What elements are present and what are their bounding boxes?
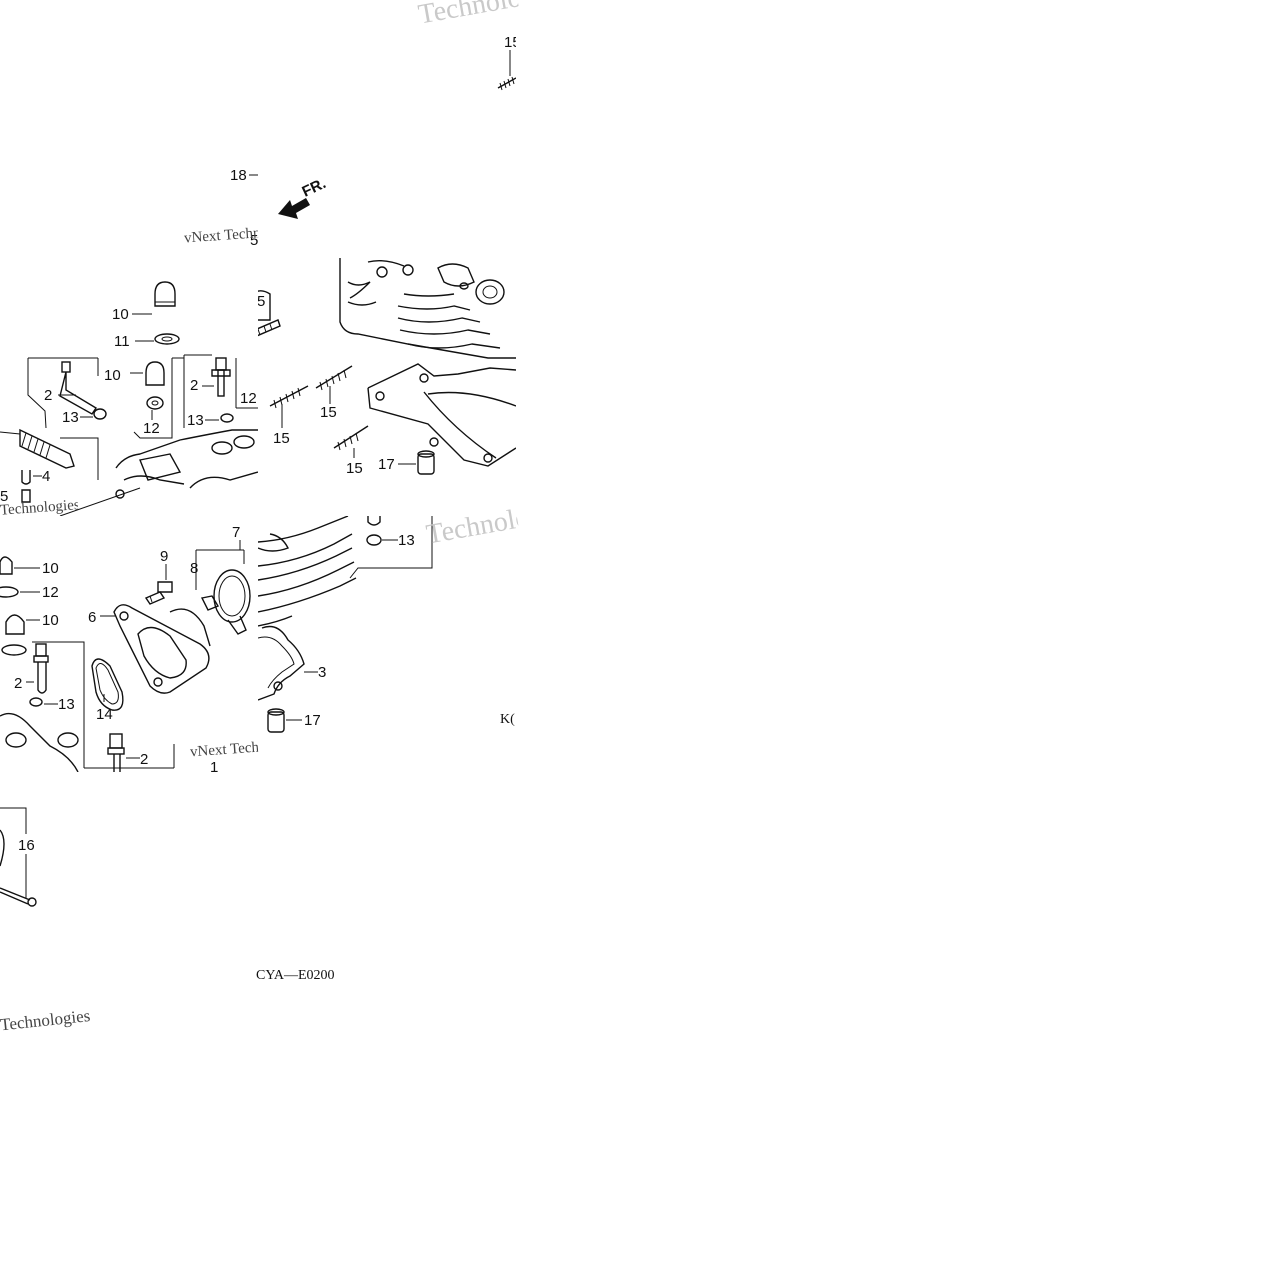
diagram-tile-bottom: 16 (0, 772, 516, 1030)
o-ring-icon (91, 658, 124, 711)
svg-text:1: 1 (210, 759, 218, 776)
bolt-icon (144, 581, 173, 605)
svg-text:10: 10 (42, 612, 59, 629)
svg-text:15: 15 (320, 404, 337, 421)
svg-text:10: 10 (104, 367, 121, 384)
svg-text:10: 10 (112, 306, 129, 323)
washer-icon (0, 586, 19, 598)
valve-guide-icon (33, 643, 49, 694)
svg-text:15: 15 (504, 34, 516, 51)
svg-text:15: 15 (273, 430, 290, 447)
washer-icon (146, 396, 164, 410)
svg-text:12: 12 (143, 420, 160, 437)
svg-text:12: 12 (240, 390, 257, 407)
svg-text:17: 17 (304, 712, 321, 729)
svg-text:10: 10 (42, 560, 59, 577)
dowel-pin-icon (417, 450, 435, 475)
svg-text:13: 13 (187, 412, 204, 429)
stud-bolt-icon (269, 385, 309, 409)
svg-text:8: 8 (190, 560, 198, 577)
svg-text:4: 4 (42, 468, 50, 485)
svg-text:2: 2 (44, 387, 52, 404)
svg-text:13: 13 (58, 696, 75, 713)
svg-text:5: 5 (250, 232, 258, 249)
svg-text:12: 12 (42, 584, 59, 601)
svg-text:17: 17 (378, 456, 395, 473)
stud-bolt-icon (315, 365, 353, 391)
cap-nut-icon (0, 556, 13, 575)
cap-nut-icon (5, 614, 25, 635)
svg-text:16: 16 (18, 837, 35, 854)
diagram-tile-lower-left: 10 12 10 2 13 14 (0, 516, 258, 772)
o-ring-icon (220, 413, 234, 423)
part-code-partial-label: K( (500, 712, 515, 727)
svg-text:18: 18 (230, 167, 247, 184)
svg-text:14: 14 (96, 706, 113, 723)
stud-bolt-icon (333, 425, 369, 451)
svg-text:3: 3 (318, 664, 326, 681)
svg-text:15: 15 (346, 460, 363, 477)
svg-text:9: 9 (160, 548, 168, 565)
svg-text:5: 5 (0, 488, 8, 505)
front-direction-arrow-icon: FR. (278, 175, 329, 219)
valve-guide-icon (59, 361, 97, 415)
valve-guide-icon (107, 733, 125, 772)
svg-text:2: 2 (190, 377, 198, 394)
dowel-pin-icon (267, 708, 285, 733)
o-ring-icon (29, 697, 43, 707)
svg-text:13: 13 (398, 532, 415, 549)
cap-nut-icon (154, 281, 176, 307)
svg-text:13: 13 (62, 409, 79, 426)
callout-1: 1 (210, 759, 218, 776)
gasket-icon (258, 625, 305, 701)
cap-nut-icon (145, 361, 165, 386)
long-bolt-icon (0, 887, 37, 907)
clamp-band-icon (213, 569, 251, 635)
diagram-tile-upper-left: 10 11 2 10 12 13 (0, 258, 258, 516)
washer-icon (154, 333, 180, 345)
o-ring-icon (366, 534, 382, 546)
svg-text:FR.: FR. (300, 175, 329, 201)
intake-insulator-icon (113, 604, 211, 694)
svg-text:7: 7 (232, 524, 240, 541)
dowel-pin-icon (21, 470, 31, 485)
o-ring-icon (93, 408, 107, 420)
svg-text:5: 5 (258, 293, 265, 310)
svg-text:2: 2 (140, 751, 148, 768)
bolt-icon (258, 319, 281, 337)
stud-bolt-icon (497, 50, 516, 91)
diagram-tile-top: 15 18 FR. 5 (0, 0, 516, 258)
part-code-label: CYA—E0200 (256, 968, 335, 983)
diagram-tile-upper-right: 5 (258, 258, 516, 516)
svg-text:2: 2 (14, 675, 22, 692)
valve-guide-icon (211, 357, 231, 397)
diagram-tile-lower-right: 13 3 17 (258, 516, 516, 772)
svg-text:6: 6 (88, 609, 96, 626)
nut-icon (200, 595, 220, 611)
spark-plug-icon (0, 428, 75, 469)
svg-text:11: 11 (114, 333, 130, 350)
